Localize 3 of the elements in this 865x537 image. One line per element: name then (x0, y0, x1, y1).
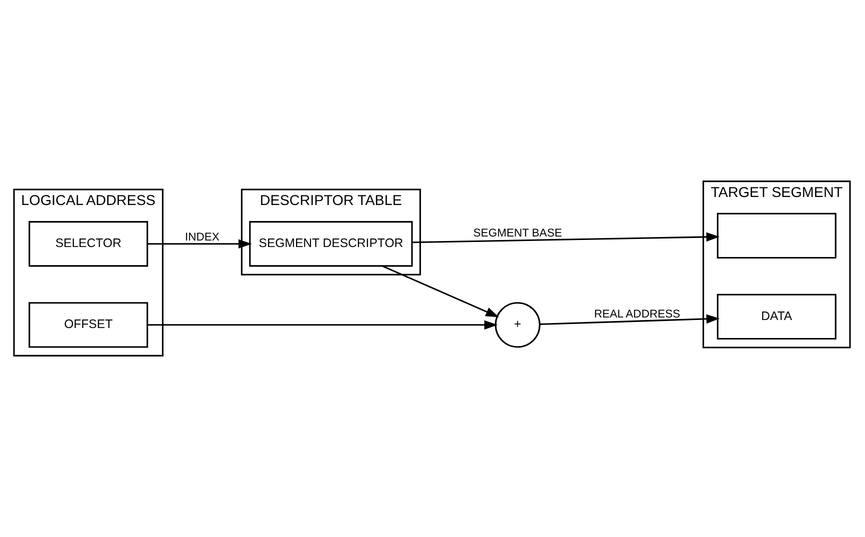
edge-label: INDEX (184, 232, 220, 244)
edge-label: REAL ADDRESS (594, 308, 680, 321)
edge-label: SEGMENT BASE (473, 227, 562, 240)
